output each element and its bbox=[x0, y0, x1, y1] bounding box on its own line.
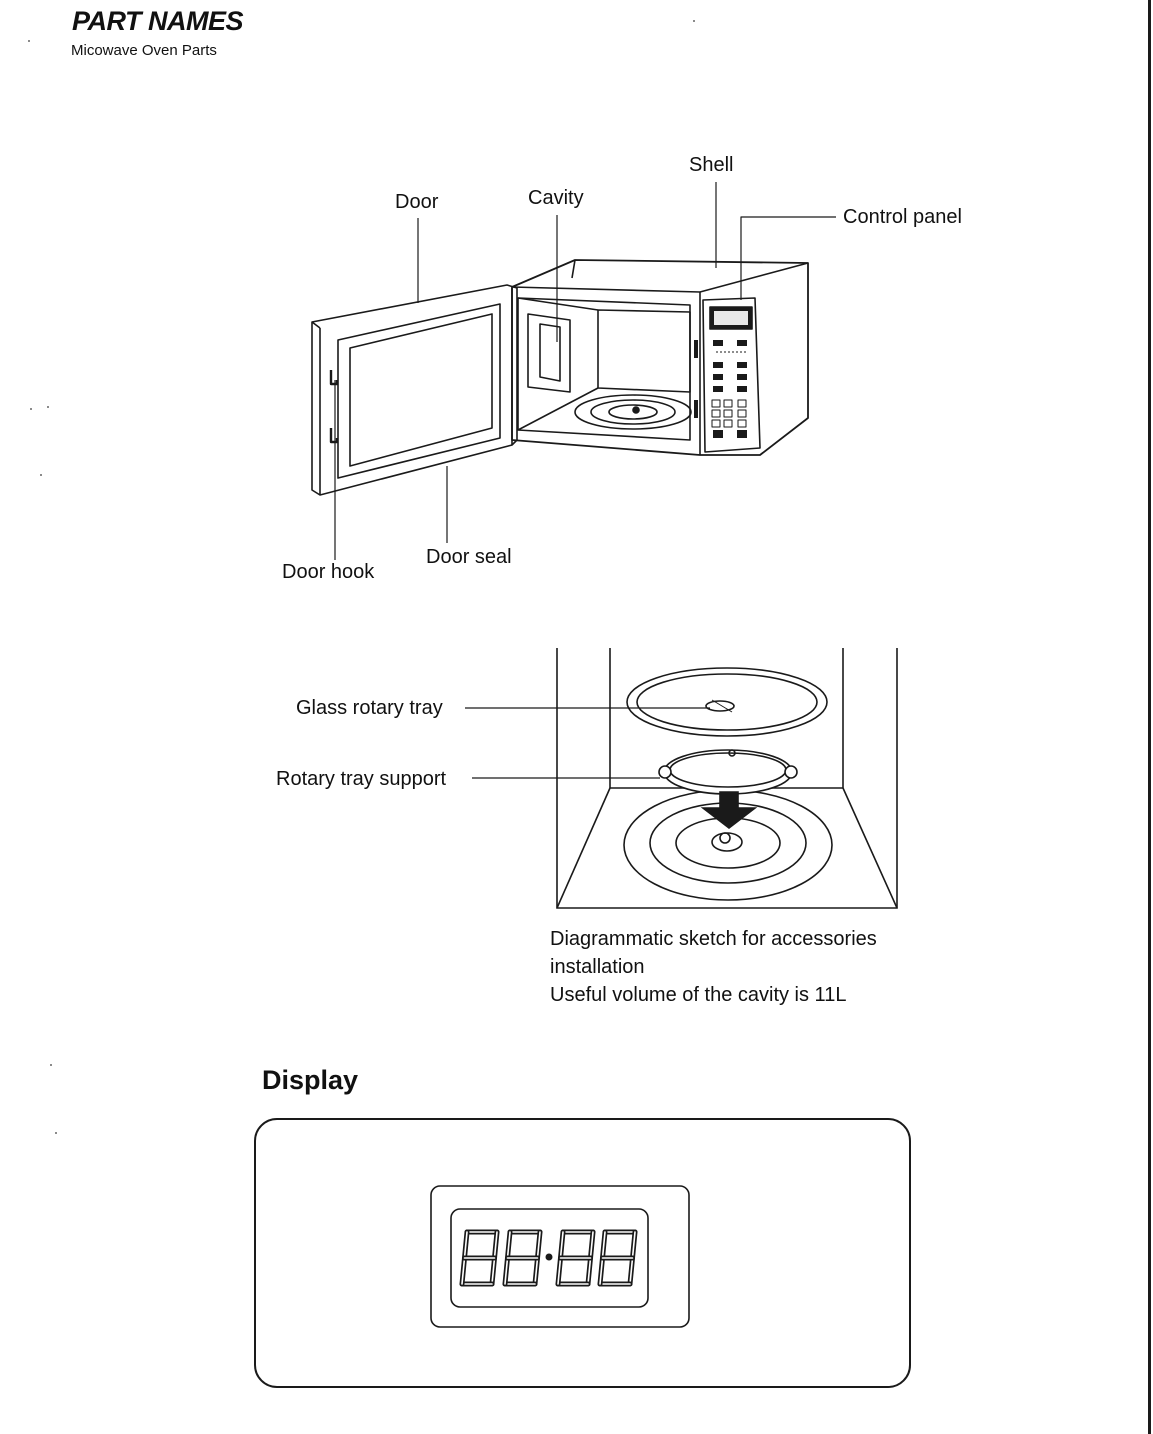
lcd-dot bbox=[546, 1254, 553, 1261]
